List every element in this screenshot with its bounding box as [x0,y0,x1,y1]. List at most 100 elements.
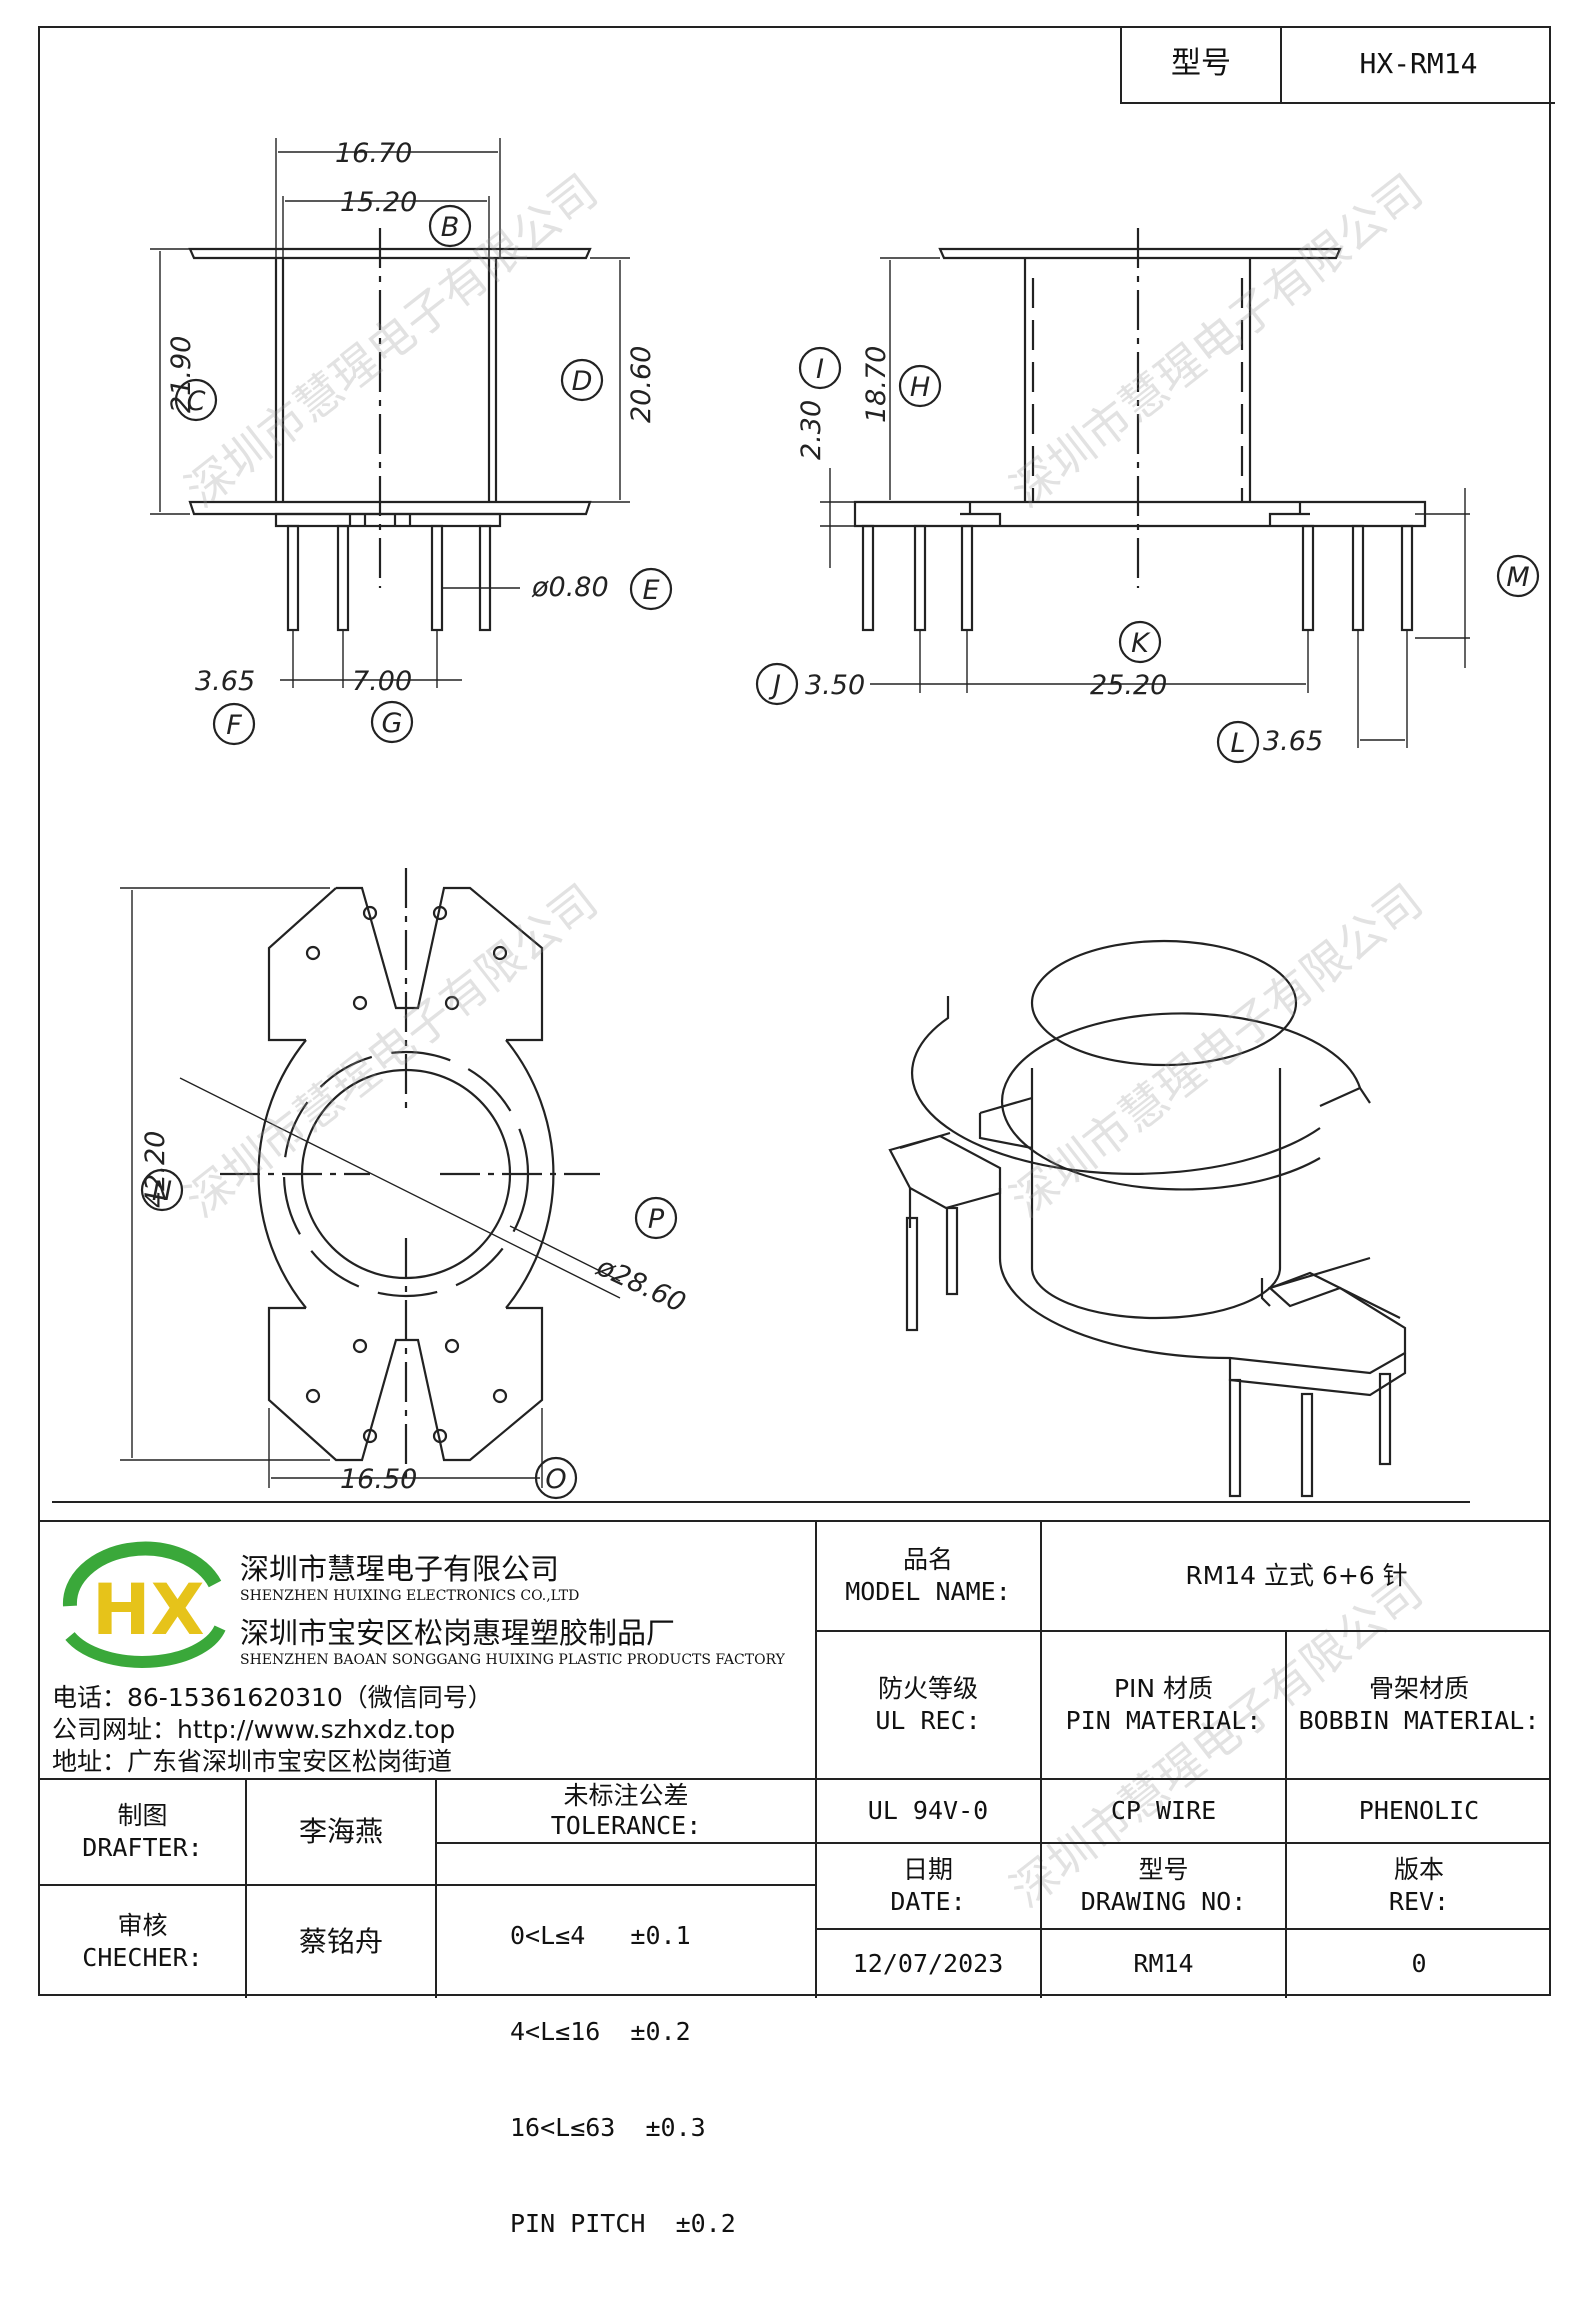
marker-k: K [1118,620,1162,664]
pin-material-value: CP WIRE [1110,1796,1217,1825]
model-header-value: HX-RM14 [1359,47,1478,80]
dim-21-90: 21.90 [166,336,197,413]
svg-text:L: L [1230,728,1245,759]
dim-0-80: ø0.80 [531,572,609,603]
dim-16-70: 16.70 [335,138,412,169]
marker-e: E [629,567,673,611]
bottom-view [120,868,621,1488]
tolerance-label: 未标注公差 TOLERANCE: [550,1781,702,1840]
technical-drawing: 16.70 15.20 21.90 20.60 ø0.80 3.65 7.00 … [52,138,1540,1503]
grid-h-1 [815,1630,1551,1632]
svg-text:C: C [187,386,206,417]
drafter-value: 李海燕 [298,1815,383,1848]
company-name-en: SHENZHEN HUIXING ELECTRONICS CO.,LTD [240,1588,580,1604]
marker-j: J [755,662,799,706]
model-header-label: 型号 [1122,26,1282,102]
dim-25-20: 25.20 [1090,670,1167,701]
drawing-no-label: 型号 DRAWING NO: [1080,1855,1247,1916]
dim-3-65-b: 3.65 [1263,726,1323,757]
tolerance-line: 0<L≤4 ±0.1 [510,1921,691,1950]
bobbin-material-label: 骨架材质 BOBBIN MATERIAL: [1298,1674,1540,1735]
logo-lettering: HX [92,1569,205,1651]
marker-n: N [140,1168,184,1212]
company-website: 公司网址：http://www.szhxdz.top [52,1715,456,1744]
rev-value: 0 [1411,1949,1427,1978]
dim-16-50: 16.50 [340,1464,417,1495]
grid-h-6 [435,1842,815,1844]
side-view [820,228,1470,748]
svg-text:G: G [382,708,403,739]
ul-rec-label: 防火等级 UL REC: [875,1674,981,1735]
svg-text:N: N [152,1176,172,1207]
dimension-labels: 16.70 15.20 21.90 20.60 ø0.80 3.65 7.00 … [140,138,1323,1495]
marker-p: P [634,1196,678,1240]
markers: B C D E F G H I J K L M N O P [140,204,1540,1500]
dim-15-20: 15.20 [340,187,417,218]
date-value: 12/07/2023 [852,1949,1004,1978]
date-label: 日期 DATE: [890,1855,966,1916]
drafter-label: 制图 DRAFTER: [82,1801,203,1862]
dim-18-70: 18.70 [861,346,892,423]
tolerance-line: 16<L≤63 ±0.3 [510,2113,706,2142]
marker-l: L [1216,720,1260,764]
marker-g: G [370,700,414,744]
grid-v-left-1 [245,1778,247,1998]
grid-v-left-2 [435,1778,437,1998]
marker-b: B [428,204,472,248]
drawing-no-value: RM14 [1133,1949,1194,1978]
isometric-view [888,939,1407,1498]
tolerance-line: 4<L≤16 ±0.2 [510,2017,691,2046]
marker-c: C [174,378,218,422]
model-header-box: 型号 HX-RM14 [1120,26,1555,104]
factory-name-en: SHENZHEN BAOAN SONGGANG HUIXING PLASTIC … [240,1652,785,1668]
factory-name-cn: 深圳市宝安区松岗惠瑆塑胶制品厂 [240,1616,676,1650]
dim-28-60: ø28.60 [591,1251,690,1319]
grid-h-5 [40,1884,815,1886]
checker-label: 审核 CHECHER: [82,1911,203,1972]
model-name-label: 品名 MODEL NAME: [845,1545,1011,1606]
marker-m: M [1496,554,1540,598]
marker-f: F [212,702,256,746]
marker-h: H [898,364,942,408]
tolerance-line: PIN PITCH ±0.2 [510,2209,736,2238]
dim-3-50: 3.50 [805,670,865,701]
drawing-sheet: 型号 HX-RM14 [38,26,1555,2238]
svg-text:E: E [642,575,659,606]
grid-h-2 [40,1778,1551,1780]
marker-o: O [534,1456,578,1500]
grid-h-4 [815,1928,1551,1930]
svg-text:B: B [441,212,460,243]
svg-text:M: M [1506,562,1529,593]
checker-value: 蔡铭舟 [298,1925,383,1958]
company-name-cn: 深圳市慧瑆电子有限公司 [240,1552,560,1586]
model-name-value: RM14 立式 6+6 针 [1185,1561,1408,1590]
svg-text:J: J [768,670,781,701]
bobbin-material-value: PHENOLIC [1358,1796,1480,1825]
front-view [150,138,630,688]
svg-text:P: P [648,1204,665,1235]
dim-3-65-a: 3.65 [195,666,255,697]
svg-text:K: K [1131,628,1151,659]
svg-text:H: H [910,372,930,403]
tolerance-list: 0<L≤4 ±0.1 4<L≤16 ±0.2 16<L≤63 ±0.3 PIN … [510,1856,736,2304]
marker-i: I [798,346,842,390]
company-logo: HX [50,1536,235,1676]
ul-rec-value: UL 94V-0 [867,1796,989,1825]
svg-text:F: F [226,710,242,741]
grid-h-3 [815,1842,1551,1844]
titleblock-top-rule [40,1520,1551,1522]
company-address: 地址：广东省深圳市宝安区松岗街道 [52,1747,453,1776]
dim-7-00: 7.00 [352,666,412,697]
marker-d: D [560,358,604,402]
rev-label: 版本 REV: [1388,1855,1450,1916]
grid-v-3 [1285,1630,1287,1998]
company-phone: 电话：86-15361620310（微信同号） [52,1683,493,1712]
svg-text:D: D [572,366,593,397]
grid-v-main [815,1520,817,1998]
svg-text:O: O [545,1464,566,1495]
dim-2-30: 2.30 [796,400,827,460]
pin-material-label: PIN 材质 PIN MATERIAL: [1065,1674,1262,1735]
svg-text:I: I [816,354,824,385]
dim-20-60: 20.60 [626,346,657,423]
grid-v-2 [1040,1520,1042,1998]
